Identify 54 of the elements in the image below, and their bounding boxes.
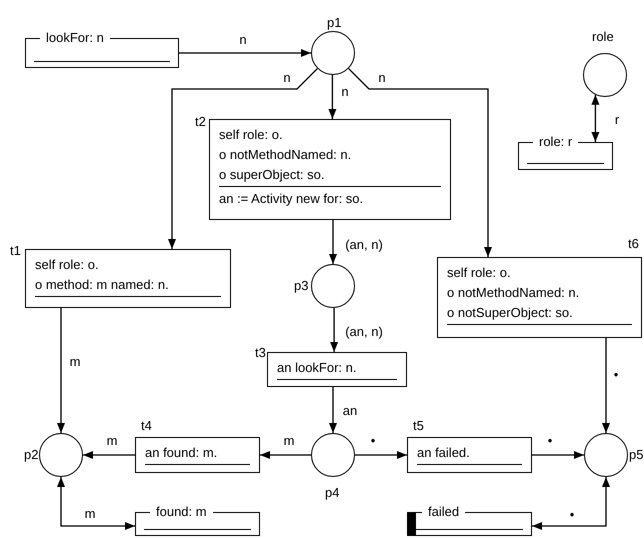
- condition-text: self role: o.: [219, 126, 284, 144]
- arrow: [168, 68, 318, 249]
- place-circle: [583, 53, 627, 97]
- transition-label: t1: [10, 244, 21, 258]
- double-arrow: [57, 477, 135, 530]
- arrow: [83, 451, 135, 459]
- double-arrow: [532, 477, 610, 530]
- place-label: p5: [629, 448, 644, 462]
- place-circle: [39, 433, 83, 477]
- condition-text: self role: o.: [35, 256, 100, 274]
- arrow: [602, 338, 610, 433]
- place-label: p1: [327, 16, 342, 30]
- arrow: [328, 75, 336, 119]
- arrow: [329, 220, 337, 264]
- arrow: [348, 68, 492, 257]
- transition-box: [209, 119, 451, 220]
- arrow: [355, 451, 407, 459]
- transition-box: [25, 249, 231, 308]
- place-label: p2: [24, 448, 38, 462]
- place-label: p4: [325, 486, 340, 500]
- condition-text: o method: m named: n.: [35, 276, 170, 294]
- place-circle: [584, 433, 628, 477]
- condition-text: an found: m.: [145, 444, 218, 462]
- transition-label: t3: [255, 346, 266, 360]
- condition-text: an lookFor: n.: [277, 359, 358, 377]
- arrow: [532, 451, 584, 459]
- place-label: role: [592, 30, 614, 44]
- arrow: [330, 308, 338, 352]
- transition-label: t6: [628, 237, 639, 251]
- place-circle: [311, 31, 355, 75]
- transition-box: [267, 352, 407, 387]
- transition-label: t2: [195, 115, 206, 129]
- condition-text: o superObject: so.: [219, 166, 326, 184]
- place-circle: [311, 264, 355, 308]
- edge-label: (an, n): [343, 325, 385, 339]
- action-text: an := Activity new for: so.: [219, 190, 364, 208]
- transition-label: t5: [413, 419, 424, 433]
- transition-box: [437, 257, 642, 338]
- condition-text: o notMethodNamed: n.: [447, 284, 580, 302]
- edge-label: (an, n): [343, 238, 385, 252]
- transition-box: [407, 437, 532, 473]
- double-arrow: [591, 94, 600, 142]
- arrow: [329, 387, 337, 433]
- transition-label: t4: [141, 419, 152, 433]
- condition-text: o notMethodNamed: n.: [219, 146, 352, 164]
- condition-text: o notSuperObject: so.: [447, 304, 574, 322]
- transition-box: [135, 437, 260, 473]
- arrow: [260, 451, 311, 459]
- arrow: [179, 49, 311, 57]
- condition-text: self role: o.: [447, 264, 512, 282]
- condition-text: an failed.: [417, 444, 471, 462]
- arrow: [57, 308, 65, 433]
- place-circle: [311, 433, 355, 477]
- place-label: p3: [294, 279, 308, 293]
